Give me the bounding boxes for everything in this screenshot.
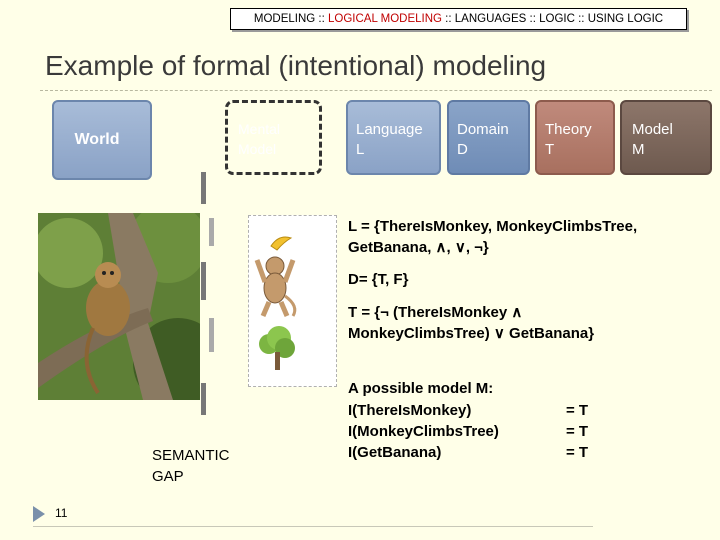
slide-title: Example of formal (intentional) modeling [45, 50, 547, 81]
model-row-3-left: I(GetBanana) [348, 444, 442, 461]
gap-bar-top [201, 172, 206, 204]
mental-model-box: Mental Model [225, 100, 322, 175]
breadcrumb-rest: :: LANGUAGES :: LOGIC :: USING LOGIC [441, 13, 664, 25]
gap-bar-1 [209, 218, 214, 246]
mental-model-label-1: Mental [238, 121, 281, 137]
mental-model-label-2: Model [238, 141, 277, 157]
gap-bar-2 [201, 262, 206, 300]
world-label: World [74, 131, 120, 148]
breadcrumb: MODELING :: LOGICAL MODELING :: LANGUAGE… [230, 8, 687, 30]
model-label: Model [632, 121, 673, 138]
model-row-1-left: I(ThereIsMonkey) [348, 402, 472, 419]
domain-definition: D= {T, F} [348, 271, 409, 288]
breadcrumb-logical-modeling: LOGICAL MODELING [328, 13, 442, 25]
language-definition-line-2: GetBanana, ∧, ∨, ¬} [348, 239, 489, 256]
theory-symbol: T [545, 141, 555, 158]
title-divider [40, 90, 712, 91]
model-box: Model M [620, 100, 712, 175]
model-row-1-right: = T [566, 402, 589, 419]
semantic-gap-label: SEMANTIC GAP [152, 445, 230, 487]
language-definition-line-1: L = {ThereIsMonkey, MonkeyClimbsTree, [348, 218, 638, 235]
monkey-photo [38, 213, 200, 400]
monkey-photo-image [38, 213, 200, 400]
breadcrumb-modeling: MODELING :: [253, 13, 329, 25]
footer-divider [33, 526, 593, 527]
page-number: 11 [55, 506, 68, 520]
language-box: Language L [346, 100, 441, 175]
monkey-clipart [248, 215, 337, 387]
domain-symbol: D [457, 141, 468, 158]
model-row-2-left: I(MonkeyClimbsTree) [348, 423, 499, 440]
theory-definition-line-2: MonkeyClimbsTree) ∨ GetBanana} [348, 325, 595, 342]
semantic-gap-line-2: GAP [152, 468, 184, 485]
theory-label: Theory [545, 121, 592, 138]
gap-bar-3 [209, 318, 214, 352]
model-row-3-right: = T [566, 444, 589, 461]
monkey-banana-tree-icon [254, 236, 297, 370]
gap-bar-4 [201, 383, 206, 415]
page-arrow-icon [33, 506, 45, 522]
language-label: Language [356, 121, 423, 138]
model-heading: A possible model M: [348, 380, 494, 397]
semantic-gap-line-1: SEMANTIC [152, 447, 230, 464]
theory-definition-line-1: T = {¬ (ThereIsMonkey ∧ [348, 304, 523, 321]
domain-label: Domain [457, 121, 509, 138]
model-symbol: M [632, 141, 645, 158]
domain-box: Domain D [447, 100, 530, 175]
theory-box: Theory T [535, 100, 615, 175]
model-row-2-right: = T [566, 423, 589, 440]
world-box: World [52, 100, 152, 180]
language-symbol: L [356, 141, 365, 158]
